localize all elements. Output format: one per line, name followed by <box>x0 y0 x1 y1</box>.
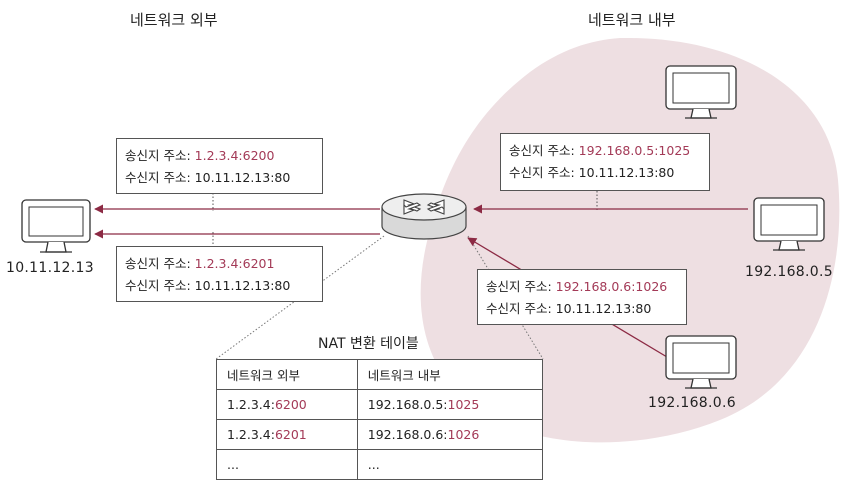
table-row: 1.2.3.4:6201 192.168.0.6:1026 <box>216 419 544 450</box>
table-cell-outside: ... <box>216 449 358 480</box>
source-address-value: 1.2.3.4:6201 <box>194 256 275 271</box>
table-header-row: 네트워크 외부 네트워크 내부 <box>216 359 544 390</box>
source-address-value: 192.168.0.5:1025 <box>578 143 691 158</box>
source-address-value: 192.168.0.6:1026 <box>555 279 668 294</box>
source-address-label: 송신지 주소: <box>509 143 575 158</box>
packet-box-outside-top: 송신지 주소: 1.2.3.4:6200 수신지 주소: 10.11.12.13… <box>116 138 323 194</box>
table-cell-inside: 192.168.0.5:1025 <box>356 389 544 420</box>
destination-address-label: 수신지 주소: <box>509 165 575 180</box>
table-cell-outside: 1.2.3.4:6201 <box>216 419 358 450</box>
destination-address-value: 10.11.12.13:80 <box>194 278 291 293</box>
destination-address-value: 10.11.12.13:80 <box>194 170 291 185</box>
ip-text: 192.168.0.6: <box>367 427 448 442</box>
port-text: 6201 <box>274 427 307 442</box>
monitor-icon <box>21 199 91 253</box>
ip-text: 1.2.3.4: <box>227 397 275 412</box>
table-cell-inside: ... <box>356 449 544 480</box>
source-address-value: 1.2.3.4:6200 <box>194 148 275 163</box>
ip-text: 192.168.0.5: <box>367 397 448 412</box>
table-row: 1.2.3.4:6200 192.168.0.5:1025 <box>216 389 544 420</box>
column-header-outside: 네트워크 외부 <box>216 359 358 390</box>
port-text: 1025 <box>447 397 480 412</box>
ip-text: 1.2.3.4: <box>227 427 275 442</box>
leader-router-table-right <box>467 235 544 360</box>
router-icon <box>381 193 467 240</box>
nat-translation-table: 네트워크 외부 네트워크 내부 1.2.3.4:6200 192.168.0.5… <box>216 359 544 480</box>
internal-host-ip: 192.168.0.6 <box>648 395 736 411</box>
packet-box-inside-bottom: 송신지 주소: 192.168.0.6:1026 수신지 주소: 10.11.1… <box>477 269 687 325</box>
packet-box-outside-bottom: 송신지 주소: 1.2.3.4:6201 수신지 주소: 10.11.12.13… <box>116 246 323 302</box>
source-address-label: 송신지 주소: <box>125 148 191 163</box>
outside-network-title: 네트워크 외부 <box>130 11 218 29</box>
packet-box-inside-top: 송신지 주소: 192.168.0.5:1025 수신지 주소: 10.11.1… <box>500 133 710 191</box>
destination-address-label: 수신지 주소: <box>486 301 552 316</box>
monitor-icon <box>665 65 737 119</box>
monitor-icon <box>753 197 825 251</box>
table-cell-inside: 192.168.0.6:1026 <box>356 419 544 450</box>
port-text: 1026 <box>447 427 480 442</box>
source-address-label: 송신지 주소: <box>125 256 191 271</box>
internal-host-ip: 192.168.0.5 <box>745 264 833 280</box>
port-text: 6200 <box>274 397 307 412</box>
inside-network-title: 네트워크 내부 <box>588 11 676 29</box>
column-header-inside: 네트워크 내부 <box>356 359 544 390</box>
table-cell-outside: 1.2.3.4:6200 <box>216 389 358 420</box>
destination-address-label: 수신지 주소: <box>125 278 191 293</box>
destination-address-value: 10.11.12.13:80 <box>578 165 675 180</box>
external-host-ip: 10.11.12.13 <box>6 260 94 276</box>
source-address-label: 송신지 주소: <box>486 279 552 294</box>
monitor-icon <box>665 335 737 389</box>
nat-table-title: NAT 변환 테이블 <box>318 336 419 352</box>
destination-address-value: 10.11.12.13:80 <box>555 301 652 316</box>
destination-address-label: 수신지 주소: <box>125 170 191 185</box>
table-row: ... ... <box>216 449 544 480</box>
